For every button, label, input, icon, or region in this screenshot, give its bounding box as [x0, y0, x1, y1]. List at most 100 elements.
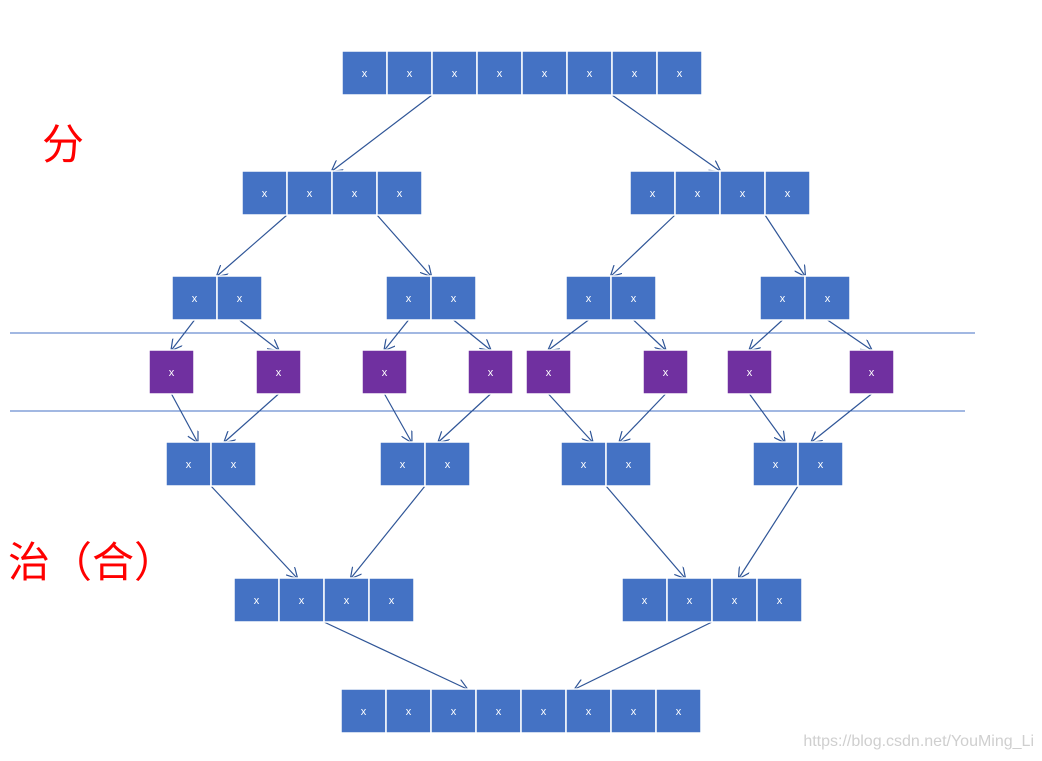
array-cell [216, 275, 263, 321]
array-cell [656, 50, 703, 96]
array-cell [566, 50, 613, 96]
flow-arrow [764, 214, 805, 276]
array-cell [759, 275, 806, 321]
flow-arrow [611, 214, 676, 276]
cell-label: x [586, 706, 592, 718]
cell-label: x [626, 459, 632, 471]
cell-label: x [406, 293, 412, 305]
cell-label: x [785, 188, 791, 200]
array-cell [655, 688, 702, 734]
array-cell [340, 688, 387, 734]
flow-arrow [620, 393, 666, 442]
array-cell [565, 275, 612, 321]
cell-label: x [389, 595, 395, 607]
cell-label: x [307, 188, 313, 200]
array-cell [430, 688, 477, 734]
array-cell [165, 441, 212, 487]
cell-label: x [677, 68, 683, 80]
cell-label: x [451, 706, 457, 718]
cell-label: x [632, 68, 638, 80]
flow-arrow [453, 319, 491, 350]
flow-arrow [611, 94, 720, 171]
cell-label: x [740, 188, 746, 200]
cell-label: x [581, 459, 587, 471]
array-cell [376, 170, 423, 216]
array-block: x [726, 349, 773, 395]
array-cell [611, 50, 658, 96]
cell-label: x [488, 367, 494, 379]
array-cell [560, 441, 607, 487]
flow-arrow [812, 393, 872, 442]
leaf-cell [848, 349, 895, 395]
cell-label: x [869, 367, 875, 379]
cell-label: x [344, 595, 350, 607]
cell-label: x [663, 367, 669, 379]
cell-label: x [732, 595, 738, 607]
cell-label: x [192, 293, 198, 305]
array-cell [764, 170, 811, 216]
leaf-cell [525, 349, 572, 395]
flow-arrow [827, 319, 872, 350]
cell-label: x [497, 68, 503, 80]
flow-arrow [385, 319, 409, 350]
cell-label: x [186, 459, 192, 471]
array-cell [475, 688, 522, 734]
array-cell [521, 50, 568, 96]
cell-label: x [631, 706, 637, 718]
array-cell [756, 577, 803, 623]
flow-arrow [170, 393, 198, 442]
divide-label: 分 [42, 120, 85, 169]
cell-label: x [496, 706, 502, 718]
cell-label: x [400, 459, 406, 471]
flow-arrow [749, 393, 785, 442]
cell-label: x [276, 367, 282, 379]
array-cell [804, 275, 851, 321]
cell-label: x [361, 706, 367, 718]
cell-label: x [546, 367, 552, 379]
leaf-cell [642, 349, 689, 395]
flow-arrow [439, 393, 491, 442]
array-cell [629, 170, 676, 216]
cell-label: x [773, 459, 779, 471]
cell-label: x [687, 595, 693, 607]
array-block: x [642, 349, 689, 395]
array-cell [621, 577, 668, 623]
cell-label: x [586, 293, 592, 305]
array-cell [752, 441, 799, 487]
leaf-cell [726, 349, 773, 395]
cell-label: x [299, 595, 305, 607]
cell-label: x [780, 293, 786, 305]
leaf-cell [148, 349, 195, 395]
flow-arrow [605, 485, 685, 578]
leaf-cell [255, 349, 302, 395]
cell-label: x [777, 595, 783, 607]
array-cell [719, 170, 766, 216]
arrows-layer [170, 94, 872, 689]
array-cell [278, 577, 325, 623]
array-cell [424, 441, 471, 487]
cell-label: x [397, 188, 403, 200]
flow-arrow [351, 485, 426, 578]
array-cell [210, 441, 257, 487]
watermark-text: https://blog.csdn.net/YouMing_Li [803, 733, 1034, 750]
flow-arrow [548, 393, 593, 442]
cell-label: x [407, 68, 413, 80]
array-block: x [361, 349, 408, 395]
flow-arrow [549, 319, 589, 350]
cell-label: x [587, 68, 593, 80]
cell-label: x [676, 706, 682, 718]
cell-label: x [406, 706, 412, 718]
